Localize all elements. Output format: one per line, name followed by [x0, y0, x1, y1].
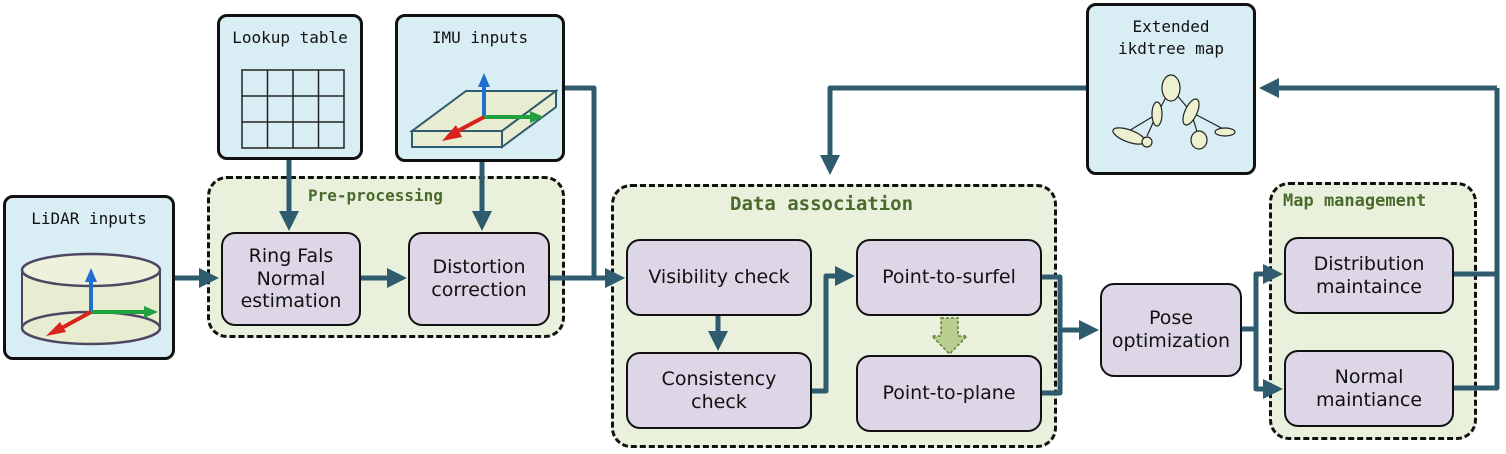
kdtree-ellipses-icon [1112, 74, 1236, 150]
imu-board-icon [408, 73, 558, 149]
distribution-maintaince: Distribution maintaince [1284, 237, 1454, 314]
lookup-table-box: Lookup table [217, 14, 363, 160]
normal-maintiance: Normal maintiance [1284, 350, 1454, 427]
preprocessing-title: Pre-processing [308, 186, 443, 205]
ring-fals-normal-estimation: Ring Fals Normal estimation [221, 232, 361, 326]
data-association-title: Data association [730, 193, 914, 215]
arrow-plane-to-pose [1041, 330, 1063, 396]
arrow-pose-to-distribution [1241, 264, 1284, 332]
visibility-check: Visibility check [626, 239, 812, 316]
arrow-distribution-to-map [1453, 88, 1500, 277]
arrow-map-to-data-association [820, 85, 1090, 176]
imu-inputs-label: IMU inputs [431, 28, 529, 47]
arrow-normal-to-map [1453, 88, 1500, 391]
map-management-title: Map management [1283, 191, 1427, 211]
ikdtree-map-box: Extended ikdtree map [1086, 3, 1256, 175]
arrow-pose-to-normal [1241, 326, 1284, 399]
distortion-correction: Distortion correction [408, 232, 550, 326]
arrow-consistency-to-surfel [812, 266, 856, 394]
consistency-check: Consistency check [626, 352, 812, 429]
lidar-inputs-label: LiDAR inputs [31, 209, 147, 228]
dashed-surfel-to-plane-arrow [930, 317, 969, 356]
point-to-surfel: Point-to-surfel [856, 239, 1042, 316]
ikdtree-map-label: Extended ikdtree map [1118, 17, 1224, 58]
arrow-imu-to-visibility [560, 85, 626, 288]
point-to-plane: Point-to-plane [856, 355, 1042, 432]
arrow-surfel-to-pose [1041, 274, 1063, 330]
pose-optimization: Pose optimization [1100, 283, 1242, 377]
imu-inputs-box: IMU inputs [395, 14, 565, 162]
lidar-cylinder-icon [20, 252, 162, 346]
lidar-inputs-box: LiDAR inputs [3, 195, 175, 360]
lookup-table-label: Lookup table [232, 28, 348, 47]
table-grid-icon [241, 69, 345, 149]
